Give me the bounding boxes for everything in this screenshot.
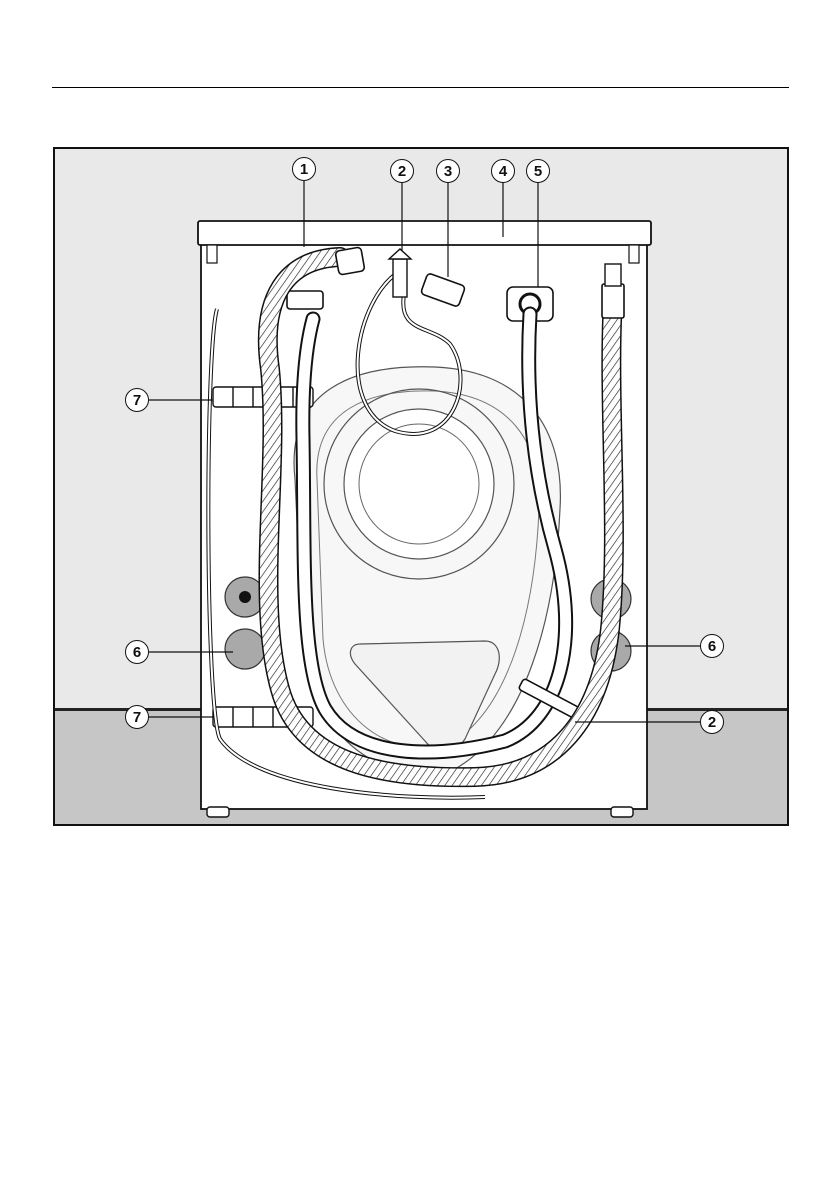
callout-transit-cap-right: 6 (700, 634, 724, 658)
foot-right (611, 807, 633, 817)
transit-cap-upper-left-hole (239, 591, 251, 603)
callout-mains-plug: 3 (436, 159, 460, 183)
drain-hose-end-right (602, 284, 624, 318)
drain-hose-end-left (335, 247, 365, 275)
transit-cap-lower-left (225, 629, 265, 669)
header-rule (52, 87, 789, 88)
callout-mains-cable-clip: 2 (390, 159, 414, 183)
callout-hose-holder-lower: 7 (125, 705, 149, 729)
callout-inlet-valve: 5 (526, 159, 550, 183)
drum-ring-inner (359, 424, 479, 544)
washing-machine-rear-view (55, 149, 787, 824)
callout-inlet-hose-end: 2 (700, 710, 724, 734)
callout-hose-holder-upper: 7 (125, 388, 149, 412)
top-lid (198, 221, 651, 245)
diagram-frame: 1 2 3 4 5 7 6 6 7 2 (53, 147, 789, 826)
callout-drain-hose: 1 (292, 157, 316, 181)
lid-hinge-right (629, 245, 639, 263)
callout-transit-cap-left: 6 (125, 640, 149, 664)
inlet-hose-connector (287, 291, 323, 309)
callout-lid: 4 (491, 159, 515, 183)
drain-hose-tip (605, 264, 621, 286)
cable-clip (393, 259, 407, 297)
foot-left (207, 807, 229, 817)
lid-hinge-left (207, 245, 217, 263)
